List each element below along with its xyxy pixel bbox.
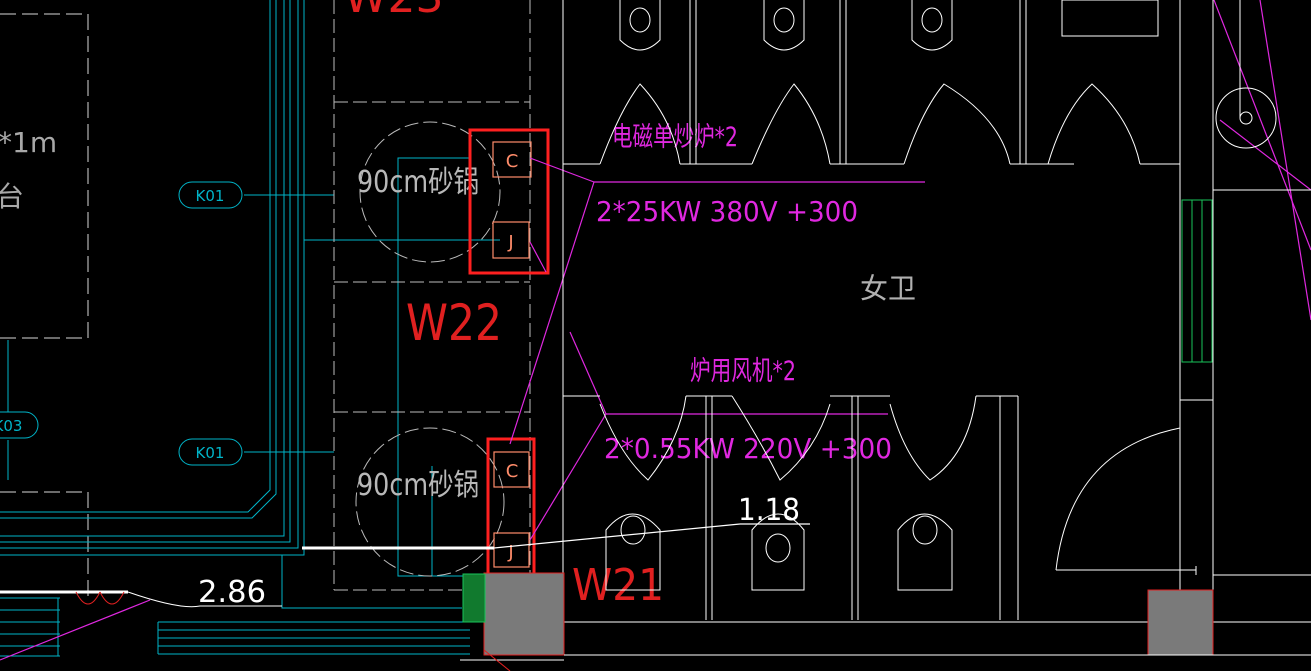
pot-lower-label: 90cm砂锅 (357, 468, 479, 503)
room-label-womens-restroom: 女卫 (860, 272, 916, 305)
left-room: *1m 台 (0, 0, 500, 657)
room-text-partial-1: *1m (0, 126, 57, 159)
tag-k01-upper-text: K01 (196, 187, 225, 205)
elevation-right: 1.18 (738, 493, 800, 528)
pot-lower-circle (355, 427, 505, 577)
structural-column-left (483, 572, 565, 656)
fan-title: 炉用风机*2 (690, 356, 796, 387)
socket-c-upper-text: C (506, 151, 519, 172)
socket-j-upper-text: J (507, 232, 513, 253)
grid-label-w22: W22 (406, 294, 502, 352)
tag-k01-lower[interactable]: K01 (178, 438, 243, 466)
elevation-lines (0, 523, 810, 608)
structural-column-right (1147, 589, 1214, 656)
elevation-left: 2.86 (198, 575, 266, 610)
grid-label-w21: W21 (572, 560, 664, 611)
conduit-bundle (0, 0, 500, 657)
socket-group-upper[interactable]: C J (468, 128, 550, 275)
tag-k01-lower-text: K01 (196, 444, 225, 462)
tag-k01-upper[interactable]: K01 (178, 181, 243, 209)
floor-lines (460, 654, 1311, 661)
lower-toilets (605, 513, 953, 591)
socket-j-lower-text: J (507, 542, 513, 563)
room-dashed-outline-lower (0, 491, 89, 600)
room-text-partial-2: 台 (0, 180, 24, 213)
green-hatch (462, 573, 486, 623)
tag-k03[interactable]: K03 (0, 411, 39, 439)
upper-toilets (619, 0, 953, 51)
socket-group-lower[interactable]: C J (486, 437, 536, 581)
window-frame (1181, 199, 1213, 363)
socket-j-lower[interactable] (493, 532, 530, 568)
pot-upper-circle (359, 121, 501, 263)
highlight-box-upper (468, 128, 550, 275)
socket-j-upper[interactable] (492, 221, 530, 259)
grid-label-w23: W23 (344, 0, 444, 23)
pot-upper-label: 90cm砂锅 (357, 165, 479, 200)
tag-k03-text: K03 (0, 417, 22, 435)
red-leader (483, 649, 511, 671)
wok-spec: 2*25KW 380V +300 (596, 195, 858, 228)
socket-c-upper[interactable] (492, 141, 532, 178)
room-dashed-outline (0, 13, 89, 339)
socket-c-lower-text: C (506, 461, 519, 482)
fan-spec: 2*0.55KW 220V +300 (604, 432, 892, 465)
wok-title: 电磁单炒炉*2 (612, 122, 738, 153)
socket-c-lower[interactable] (493, 451, 530, 488)
